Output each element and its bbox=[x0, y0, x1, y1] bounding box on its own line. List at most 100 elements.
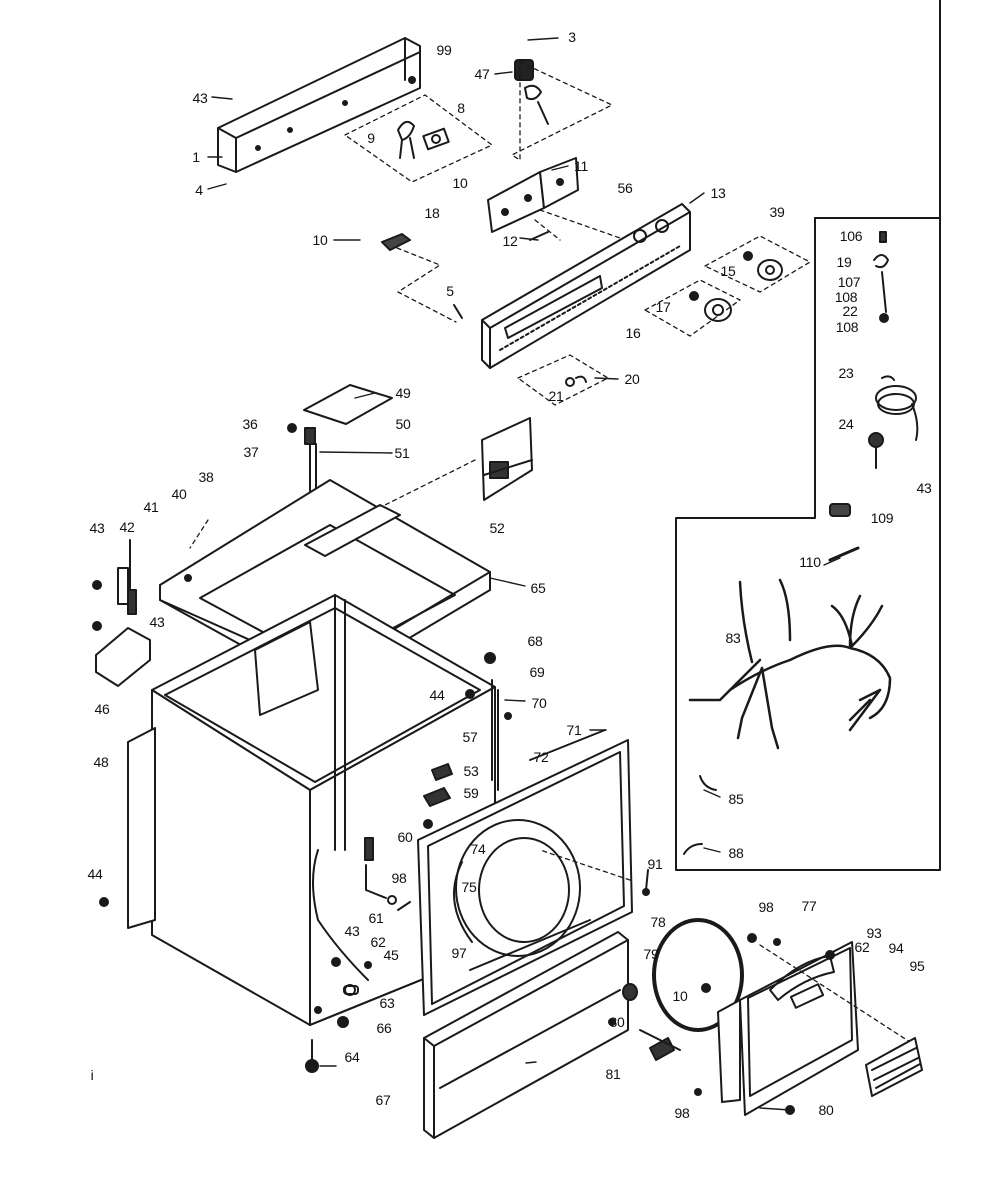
callout-label-c106: 106 bbox=[839, 228, 863, 244]
parts-60-61-62 bbox=[364, 837, 411, 911]
dashed-lead-38 bbox=[189, 519, 209, 549]
callout-label-c37: 37 bbox=[243, 444, 259, 460]
callout-label-c75: 75 bbox=[461, 879, 477, 895]
callout-label-c12: 12 bbox=[502, 233, 518, 249]
callout-label-c67: 67 bbox=[375, 1092, 391, 1108]
callout-label-c98a: 98 bbox=[391, 870, 407, 886]
callout-label-c48: 48 bbox=[93, 754, 109, 770]
callout-label-c69: 69 bbox=[529, 664, 545, 680]
knob-15 bbox=[743, 251, 783, 281]
part-98-bottom bbox=[694, 1088, 702, 1096]
callout-label-c83: 83 bbox=[725, 630, 741, 646]
callout-label-c4: 4 bbox=[195, 182, 203, 198]
callout-label-c56: 56 bbox=[617, 180, 633, 196]
callout-label-c50: 50 bbox=[395, 416, 411, 432]
control-panel-13 bbox=[481, 203, 691, 369]
callout-label-c77: 77 bbox=[801, 898, 817, 914]
leader-lines bbox=[207, 37, 841, 1111]
switch-part-9 bbox=[397, 120, 415, 159]
callout-label-c66: 66 bbox=[376, 1020, 392, 1036]
wire-harness-83 bbox=[688, 578, 892, 750]
switch-part-8 bbox=[422, 127, 450, 151]
callout-label-c24: 24 bbox=[838, 416, 854, 432]
switch-group-box bbox=[344, 94, 493, 183]
callout-label-c53: 53 bbox=[463, 763, 479, 779]
callout-label-c99: 99 bbox=[436, 42, 452, 58]
callout-label-c10b: 10 bbox=[312, 232, 328, 248]
callout-label-c60a: 60 bbox=[397, 829, 413, 845]
callout-label-c70: 70 bbox=[531, 695, 547, 711]
callout-label-c88: 88 bbox=[728, 845, 744, 861]
callout-label-c94: 94 bbox=[888, 940, 904, 956]
callout-label-c19: 19 bbox=[836, 254, 852, 270]
callout-label-c107: 107 bbox=[837, 274, 861, 290]
callout-label-c39: 39 bbox=[769, 204, 785, 220]
wire-85 bbox=[699, 775, 717, 791]
callout-label-c68: 68 bbox=[527, 633, 543, 649]
callout-label-c38: 38 bbox=[198, 469, 214, 485]
part-80-top bbox=[608, 1018, 616, 1026]
dashed-lead-door bbox=[759, 944, 911, 1043]
callout-label-c11: 11 bbox=[574, 158, 588, 174]
callout-label-c63: 63 bbox=[379, 995, 395, 1011]
callout-label-c45: 45 bbox=[383, 947, 399, 963]
callout-label-c97: 97 bbox=[451, 945, 467, 961]
part-79 bbox=[622, 983, 638, 1001]
callout-label-c44b: 44 bbox=[87, 866, 103, 882]
part-5 bbox=[453, 304, 463, 319]
callout-label-c64: 64 bbox=[344, 1049, 360, 1065]
callout-label-c108a: 108 bbox=[834, 289, 858, 305]
callout-label-ci: i bbox=[90, 1067, 94, 1083]
callout-label-c5: 5 bbox=[446, 283, 454, 299]
callout-label-c17: 17 bbox=[655, 299, 671, 315]
callout-label-c16: 16 bbox=[625, 325, 641, 341]
part-12 bbox=[529, 231, 549, 241]
lid-49 bbox=[303, 384, 393, 425]
callout-label-c59: 59 bbox=[463, 785, 479, 801]
callout-label-c93: 93 bbox=[866, 925, 882, 941]
callout-label-c74: 74 bbox=[470, 841, 486, 857]
callout-label-c43a: 43 bbox=[192, 90, 208, 106]
callout-label-c41: 41 bbox=[143, 499, 159, 515]
bracket-52 bbox=[481, 417, 533, 501]
knob-16 bbox=[689, 291, 732, 322]
callout-label-c72: 72 bbox=[533, 749, 549, 765]
callout-label-c62b: 62 bbox=[854, 939, 870, 955]
callout-label-c46: 46 bbox=[94, 701, 110, 717]
console-back-panel bbox=[217, 37, 421, 173]
callout-label-c43d: 43 bbox=[344, 923, 360, 939]
callout-label-c91: 91 bbox=[647, 856, 663, 872]
callout-label-c43b: 43 bbox=[89, 520, 105, 536]
inset-frame bbox=[675, 0, 941, 871]
callout-label-c95: 95 bbox=[909, 958, 925, 974]
callout-label-c18: 18 bbox=[424, 205, 440, 221]
callout-label-c52: 52 bbox=[489, 520, 505, 536]
part-91 bbox=[642, 869, 650, 896]
callout-label-c21: 21 bbox=[548, 388, 564, 404]
side-panel-48 bbox=[127, 727, 156, 929]
callout-label-c3: 3 bbox=[568, 29, 576, 45]
callout-label-c80a: 80 bbox=[609, 1014, 625, 1030]
callout-label-c61: 61 bbox=[368, 910, 384, 926]
hinge-81 bbox=[639, 1029, 681, 1061]
switch-parts-57-53-59 bbox=[423, 763, 453, 829]
dashed-lead-52 bbox=[384, 459, 476, 506]
door-94 bbox=[717, 933, 859, 1116]
callout-label-c22: 22 bbox=[842, 303, 858, 319]
callout-label-c47: 47 bbox=[474, 66, 490, 82]
foot-64 bbox=[305, 1039, 319, 1073]
bracket-11 bbox=[487, 157, 579, 233]
part-18 bbox=[381, 233, 411, 251]
callout-label-c8: 8 bbox=[457, 100, 465, 116]
callout-label-c9: 9 bbox=[367, 130, 375, 146]
callout-label-c15: 15 bbox=[720, 263, 736, 279]
door-seal-78 bbox=[652, 918, 744, 1032]
part-21 bbox=[565, 375, 587, 387]
callout-label-c108b: 108 bbox=[835, 319, 859, 335]
callout-label-c57: 57 bbox=[462, 729, 478, 745]
callout-label-c65: 65 bbox=[530, 580, 546, 596]
latch-parts bbox=[92, 539, 137, 631]
callout-label-c42: 42 bbox=[119, 519, 135, 535]
dashed-lines-top bbox=[396, 209, 811, 406]
parts-43-45 bbox=[331, 957, 372, 1028]
